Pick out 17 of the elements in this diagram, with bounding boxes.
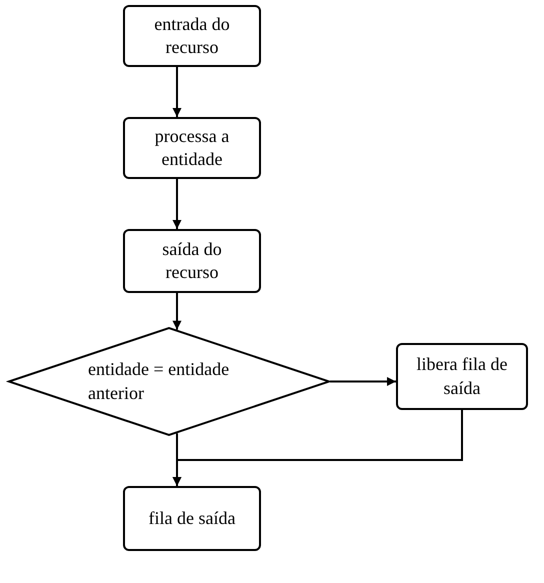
node-text: entidade = entidade anterior [88,358,230,404]
arrow [172,433,182,486]
node-text: libera fila de saída [416,353,508,400]
process-box [123,117,261,179]
arrow [172,67,182,117]
node-text: entrada do recurso [153,12,231,59]
process-box [123,486,261,551]
arrow [330,377,396,386]
process-box [123,229,261,293]
process-box [396,343,528,410]
node-text: fila de saída [148,506,236,530]
arrow [172,293,182,330]
arrow [172,179,182,229]
decision-diamond [8,327,330,436]
node-text: saída do recurso [161,238,223,284]
node-text: processa a entidade [154,124,230,171]
process-box [123,5,261,67]
